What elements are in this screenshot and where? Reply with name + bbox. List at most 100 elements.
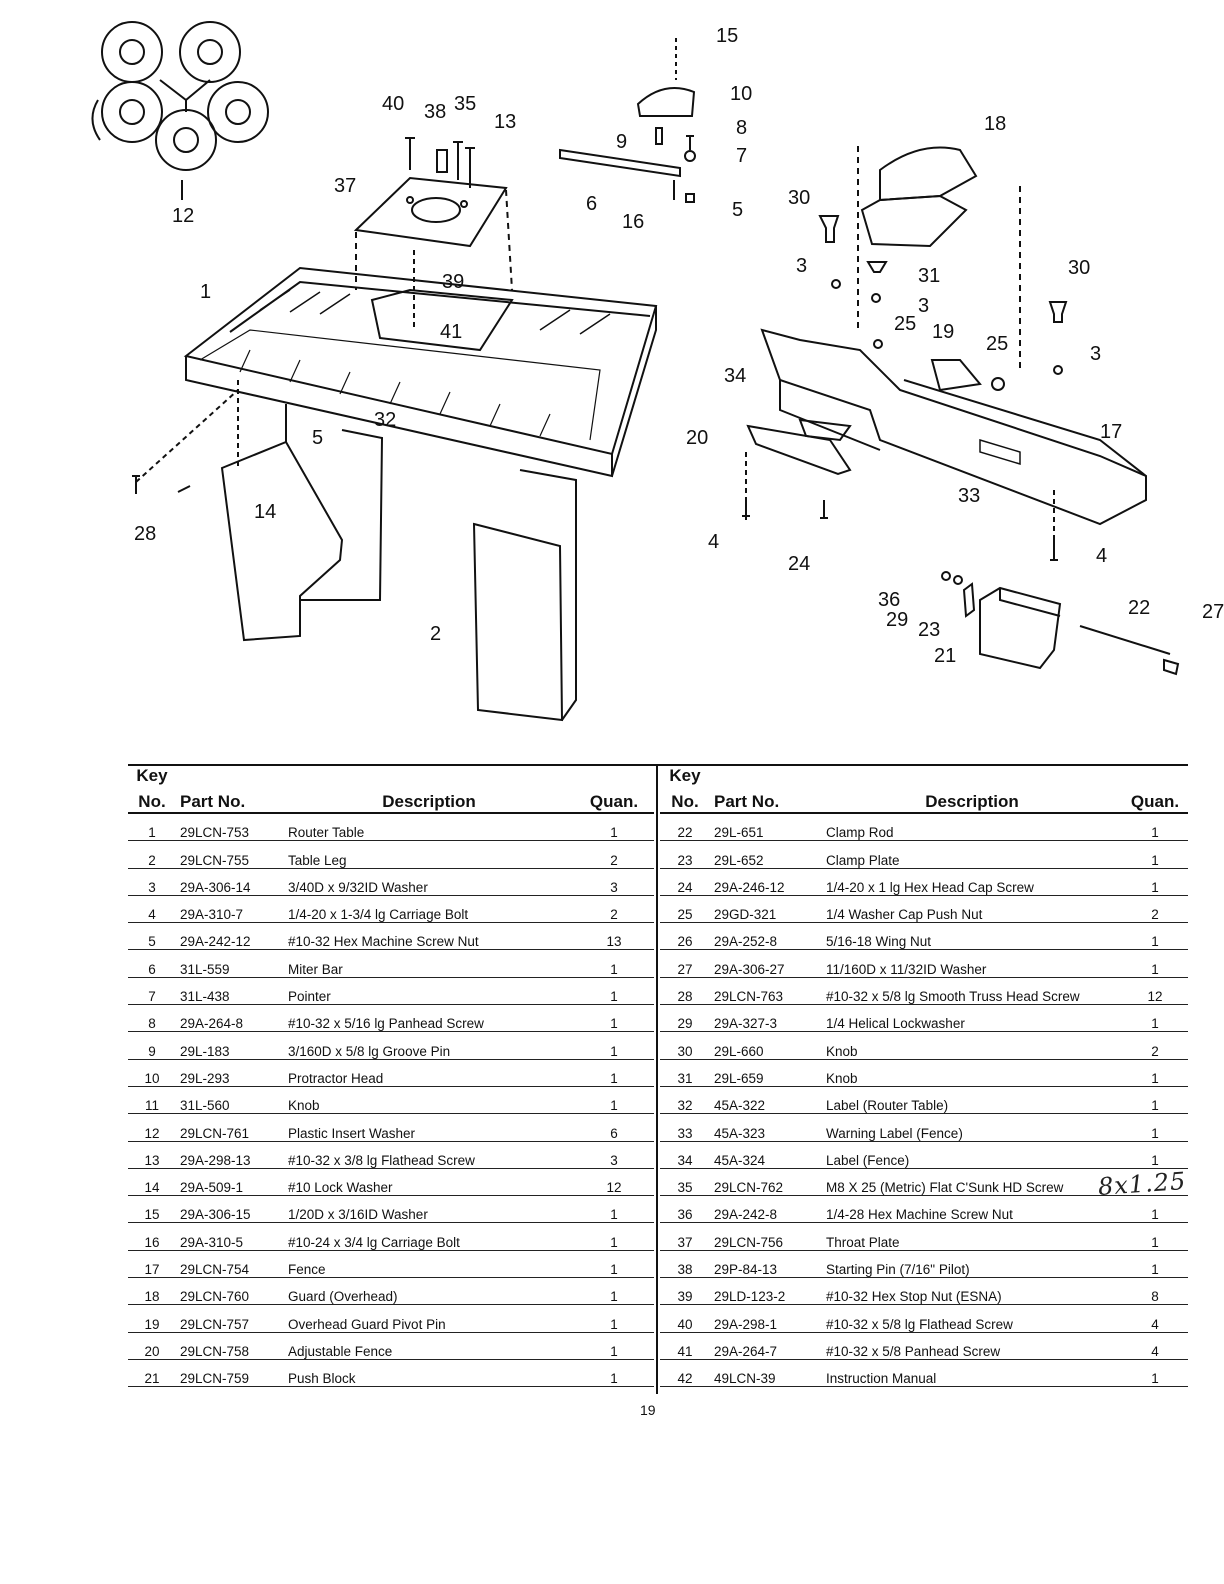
cell-quantity: 13 [574, 922, 654, 951]
callout-label: 4 [708, 531, 719, 553]
callout-label: 3 [918, 295, 929, 317]
cell-description: Starting Pin (7/16" Pilot) [822, 1250, 1122, 1279]
cell-quantity: 1 [574, 1250, 654, 1279]
cell-description: Adjustable Fence [284, 1332, 574, 1360]
callout-label: 25 [986, 333, 1008, 355]
cell-key-no: 3 [128, 868, 176, 896]
cell-part-no: 29GD-321 [710, 895, 822, 924]
cell-key-no: 14 [128, 1168, 176, 1197]
cell-description: Knob [822, 1059, 1122, 1087]
callout-label: 34 [724, 365, 746, 387]
cell-quantity: 1 [1122, 922, 1188, 951]
cell-part-no: 29A-264-8 [176, 1004, 284, 1033]
cell-description: Protractor Head [284, 1059, 574, 1087]
cell-key-no: 8 [128, 1004, 176, 1033]
callout-label: 29 [886, 609, 908, 631]
cell-part-no: 29A-264-7 [710, 1332, 822, 1360]
callout-labels: 1 2 3 3 3 4 4 5 5 6 7 8 9 10 12 13 14 15… [134, 25, 1224, 667]
cell-part-no: 29A-298-13 [176, 1141, 284, 1169]
cell-description: #10-32 x 5/8 lg Flathead Screw [822, 1304, 1122, 1333]
miter-gauge-drawing [559, 38, 696, 203]
callout-label: 6 [586, 193, 597, 215]
cell-quantity: 1 [1122, 1004, 1188, 1033]
cell-description: Knob [284, 1086, 574, 1115]
cell-quantity: 1 [574, 813, 654, 842]
col-header-description: Description [822, 786, 1122, 814]
cell-part-no: 29LCN-759 [176, 1359, 284, 1388]
cell-key-no: 6 [128, 949, 176, 978]
cell-part-no: 29LCN-754 [176, 1250, 284, 1279]
cell-part-no: 29LCN-761 [176, 1113, 284, 1142]
cell-part-no: 29A-242-12 [176, 922, 284, 951]
callout-label: 2 [430, 623, 441, 645]
cell-part-no: 29A-298-1 [710, 1304, 822, 1333]
cell-description: 1/20D x 3/16ID Washer [284, 1195, 574, 1224]
cell-key-no: 18 [128, 1277, 176, 1306]
callout-label: 30 [788, 187, 810, 209]
cell-key-no: 39 [660, 1277, 710, 1306]
cell-key-no: 10 [128, 1059, 176, 1087]
router-table-drawing [183, 250, 658, 478]
cell-key-no: 5 [128, 922, 176, 951]
cell-part-no: 49LCN-39 [710, 1359, 822, 1388]
callout-label: 36 [878, 589, 900, 611]
cell-description: Plastic Insert Washer [284, 1113, 574, 1142]
cell-quantity: 1 [574, 1059, 654, 1087]
cell-part-no: 29LCN-757 [176, 1304, 284, 1333]
cell-key-no: 34 [660, 1141, 710, 1169]
callout-label: 37 [334, 175, 356, 197]
cell-key-no: 15 [128, 1195, 176, 1224]
cell-description: Instruction Manual [822, 1359, 1122, 1388]
cell-quantity: 2 [1122, 895, 1188, 924]
cell-quantity: 1 [1122, 949, 1188, 978]
cell-key-no: 30 [660, 1031, 710, 1060]
callout-label: 32 [374, 409, 396, 431]
callout-label: 20 [686, 427, 708, 449]
cell-quantity: 1 [1122, 868, 1188, 896]
cell-quantity: 12 [574, 1168, 654, 1197]
cell-key-no: 41 [660, 1332, 710, 1360]
cell-key-no: 23 [660, 840, 710, 869]
cell-description: 3/160D x 5/8 lg Groove Pin [284, 1031, 574, 1060]
cell-description: Warning Label (Fence) [822, 1113, 1122, 1142]
table-top-rule [128, 764, 1188, 766]
cell-quantity: 1 [574, 1359, 654, 1388]
cell-key-no: 29 [660, 1004, 710, 1033]
cell-description: 5/16-18 Wing Nut [822, 922, 1122, 951]
cell-quantity: 1 [1122, 1222, 1188, 1251]
cell-quantity: 1 [1122, 1359, 1188, 1388]
col-header-key-top: Key [136, 766, 168, 785]
cell-description: 3/40D x 9/32ID Washer [284, 868, 574, 896]
cell-description: 1/4-28 Hex Machine Screw Nut [822, 1195, 1122, 1224]
cell-part-no: 31L-438 [176, 977, 284, 1006]
cell-quantity: 1 [1122, 840, 1188, 869]
callout-label: 14 [254, 501, 276, 523]
cell-description: Fence [284, 1250, 574, 1279]
cell-part-no: 29LCN-760 [176, 1277, 284, 1306]
cell-part-no: 29L-183 [176, 1031, 284, 1060]
cell-quantity: 1 [1122, 1086, 1188, 1115]
cell-quantity: 1 [1122, 1141, 1188, 1169]
cell-part-no: 29A-327-3 [710, 1004, 822, 1033]
cell-quantity: 2 [1122, 1031, 1188, 1060]
cell-description: #10 Lock Washer [284, 1168, 574, 1197]
cell-description: Clamp Plate [822, 840, 1122, 869]
callout-label: 31 [918, 265, 940, 287]
callout-label: 8 [736, 117, 747, 139]
cell-key-no: 21 [128, 1359, 176, 1388]
table-center-divider [656, 764, 658, 1394]
